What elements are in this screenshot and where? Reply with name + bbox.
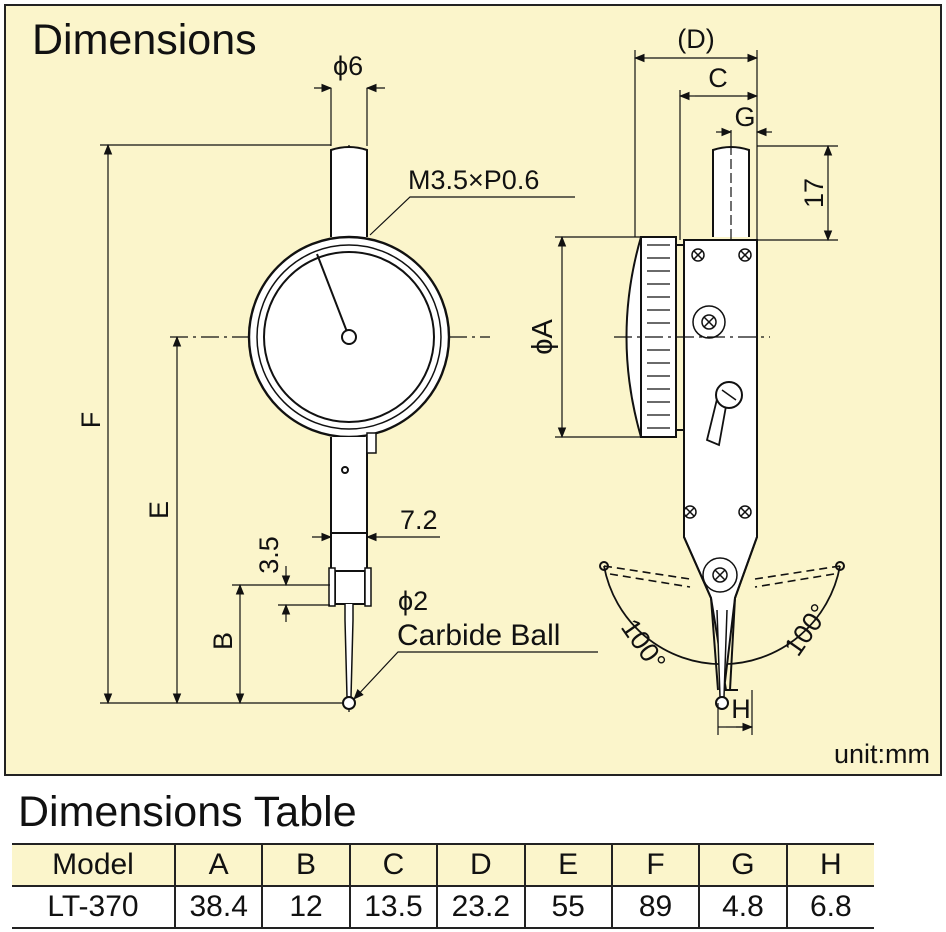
header-d: D	[436, 843, 525, 887]
cell-model: LT-370	[12, 886, 175, 929]
dial-bezel-knurling	[647, 244, 670, 429]
cell-h: 6.8	[785, 886, 874, 929]
cell-e: 55	[523, 886, 612, 929]
label-thread: M3.5×P0.6	[408, 165, 539, 195]
label-D: (D)	[677, 24, 714, 54]
label-3-5: 3.5	[254, 536, 284, 574]
label-E: E	[144, 501, 174, 519]
header-h: H	[785, 843, 874, 887]
carbide-ball	[342, 696, 356, 710]
label-G: G	[734, 102, 755, 132]
table-title: Dimensions Table	[18, 788, 357, 836]
front-view	[170, 145, 490, 712]
table-row: LT-370 38.4 12 13.5 23.2 55 89 4.8 6.8	[12, 886, 874, 929]
label-F: F	[76, 412, 106, 429]
dimensions-table: Model A B C D E F G H LT-370 38.4 12 13.…	[12, 843, 874, 929]
front-dimensions	[100, 83, 598, 705]
header-c: C	[348, 843, 438, 887]
cell-f: 89	[610, 886, 700, 929]
cell-c: 13.5	[348, 886, 438, 929]
table-header-row: Model A B C D E F G H	[12, 843, 874, 887]
cell-a: 38.4	[173, 886, 263, 929]
unit-label: unit:mm	[834, 739, 930, 769]
side-view	[599, 145, 845, 710]
label-phiA: ϕA	[527, 319, 559, 355]
header-f: F	[610, 843, 700, 887]
cell-b: 12	[261, 886, 350, 929]
cell-d: 23.2	[436, 886, 525, 929]
header-e: E	[523, 843, 612, 887]
label-C: C	[708, 63, 728, 93]
diagram-title: Dimensions	[32, 16, 257, 64]
header-b: B	[261, 843, 350, 887]
side-dimensions	[555, 50, 838, 735]
label-phi2: ϕ2	[398, 586, 428, 616]
label-7-2: 7.2	[400, 505, 438, 535]
label-carbide-ball: Carbide Ball	[397, 619, 560, 652]
dimension-drawing: Dimensions unit:mm	[4, 4, 942, 776]
label-B: B	[208, 632, 238, 650]
label-H: H	[731, 694, 751, 724]
cell-g: 4.8	[698, 886, 787, 929]
header-a: A	[173, 843, 263, 887]
header-model: Model	[12, 843, 175, 887]
label-phi6: ϕ6	[333, 51, 363, 81]
header-g: G	[698, 843, 787, 887]
label-17: 17	[799, 178, 829, 208]
